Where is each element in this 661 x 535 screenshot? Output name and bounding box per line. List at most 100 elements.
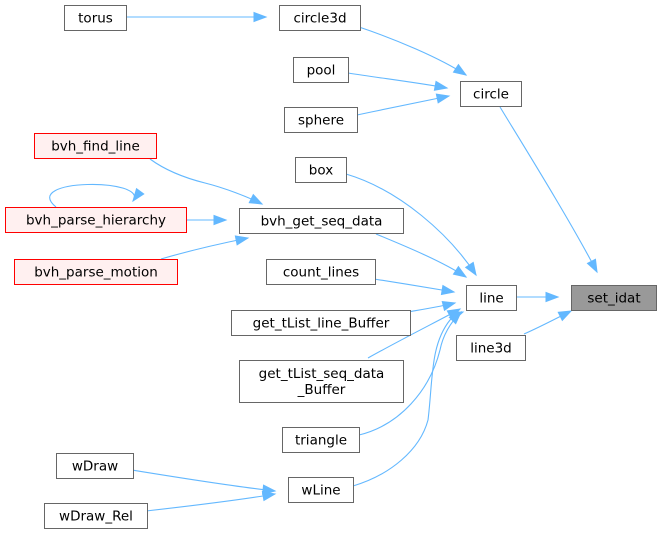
node-box	[288, 477, 354, 503]
node-wDraw-Rel[interactable]: wDraw_Rel	[44, 503, 148, 529]
arrowhead-icon	[441, 300, 457, 312]
arrowhead-icon	[248, 193, 264, 205]
node-set-idat[interactable]: set_idat	[571, 285, 657, 311]
arrowhead-icon	[440, 284, 456, 296]
edge-line	[345, 173, 477, 276]
node-label: _Buffer	[297, 382, 346, 398]
edge-line	[131, 469, 276, 492]
node-label: bvh_parse_hierarchy	[26, 213, 166, 229]
node-label: circle	[473, 87, 509, 103]
node-circle[interactable]: circle	[460, 81, 522, 107]
node-label: get_tList_seq_data	[259, 366, 385, 382]
node-box	[64, 5, 127, 31]
arrowhead-icon	[213, 214, 228, 226]
node-sphere[interactable]: sphere	[284, 107, 358, 133]
edge-line	[356, 95, 450, 116]
arrowhead-icon	[449, 311, 465, 322]
edge-bvh_parse_hierarchy-to-bvh_get_seq_data	[186, 214, 228, 226]
arrowhead-icon	[452, 63, 468, 76]
node-get-tList-line-Buffer[interactable]: get_tList_line_Buffer	[231, 310, 411, 336]
node-line[interactable]: line	[466, 285, 517, 311]
node-label: wDraw	[72, 459, 118, 475]
arrowhead-icon	[557, 310, 573, 322]
edge-circle-to-set_idat	[499, 106, 598, 274]
edge-sphere-to-circle	[356, 93, 451, 116]
node-label: bvh_find_line	[51, 139, 140, 155]
node-count-lines[interactable]: count_lines	[266, 259, 376, 285]
edge-bvh_get_seq_data-to-line	[375, 233, 468, 278]
edge-line	[499, 106, 598, 273]
node-box	[279, 5, 361, 31]
node-label: torus	[78, 11, 113, 27]
node-box	[460, 81, 522, 107]
edge-line	[375, 233, 467, 278]
edges-layer	[49, 11, 598, 512]
node-box[interactable]: box	[295, 157, 347, 183]
edge-wDraw_Rel-to-wLine	[145, 490, 277, 512]
node-box	[456, 335, 526, 361]
edge-bvh_find_line-to-bvh_get_seq_data	[149, 158, 264, 205]
arrowhead-icon	[253, 11, 268, 23]
edge-box-to-line	[345, 173, 477, 277]
node-label: triangle	[295, 433, 347, 449]
node-box	[56, 453, 134, 479]
node-box	[295, 157, 347, 183]
node-label: set_idat	[587, 291, 640, 307]
node-box	[5, 207, 187, 233]
arrowhead-icon	[433, 80, 449, 91]
node-label: bvh_parse_motion	[34, 265, 158, 281]
node-label: line3d	[470, 341, 512, 357]
arrowhead-icon	[586, 258, 598, 274]
edge-pool-to-circle	[347, 72, 449, 91]
node-box	[284, 107, 358, 133]
node-bvh-find-line[interactable]: bvh_find_line	[34, 133, 157, 159]
edge-wLine-to-line	[352, 311, 465, 487]
edge-line	[358, 311, 462, 436]
node-box	[239, 208, 404, 234]
edge-line	[49, 183, 136, 208]
node-box	[231, 310, 411, 336]
edge-wDraw-to-wLine	[131, 469, 277, 495]
node-triangle[interactable]: triangle	[282, 427, 360, 453]
node-bvh-get-seq-data[interactable]: bvh_get_seq_data	[239, 208, 404, 234]
arrowhead-icon	[132, 187, 145, 203]
edge-torus-to-circle3d	[126, 11, 268, 23]
edge-line-to-set_idat	[516, 291, 560, 303]
node-label: bvh_get_seq_data	[261, 214, 383, 230]
node-torus[interactable]: torus	[64, 5, 127, 31]
node-box	[266, 259, 376, 285]
edge-count_lines-to-line	[373, 278, 456, 296]
node-label: wLine	[301, 483, 340, 499]
node-label: get_tList_line_Buffer	[253, 316, 390, 332]
arrowhead-icon	[464, 261, 477, 277]
node-label: count_lines	[283, 265, 359, 281]
edge-line	[358, 26, 467, 76]
node-line3d[interactable]: line3d	[456, 335, 526, 361]
edge-bvh_parse_hierarchy-to-bvh_parse_hierarchy	[49, 183, 145, 208]
arrowhead-icon	[261, 490, 277, 502]
nodes-layer: set_idat circle line line3d circle3d pool sphe…	[5, 5, 657, 529]
edge-circle3d-to-circle	[358, 26, 468, 76]
arrowhead-icon	[545, 291, 560, 303]
node-pool[interactable]: pool	[293, 57, 349, 83]
node-bvh-parse-hierarchy[interactable]: bvh_parse_hierarchy	[5, 207, 187, 233]
edge-line	[160, 237, 249, 260]
node-wLine[interactable]: wLine	[288, 477, 354, 503]
edge-get_tList_line_Buffer-to-line	[407, 300, 457, 313]
node-label: circle3d	[293, 11, 346, 27]
node-label: sphere	[298, 113, 344, 129]
edge-line	[145, 493, 276, 512]
arrowhead-icon	[234, 235, 250, 246]
node-circle3d[interactable]: circle3d	[279, 5, 361, 31]
node-label: box	[309, 163, 333, 179]
node-bvh-parse-motion[interactable]: bvh_parse_motion	[14, 259, 178, 285]
node-box	[466, 285, 517, 311]
edge-line	[149, 158, 263, 205]
node-wDraw[interactable]: wDraw	[56, 453, 134, 479]
arrowhead-icon	[435, 93, 451, 104]
node-get-tList-seq-data-Buffer[interactable]: get_tList_seq_data_Buffer	[239, 360, 404, 403]
arrowhead-icon	[452, 265, 468, 278]
edge-bvh_parse_motion-to-bvh_get_seq_data	[160, 235, 250, 260]
node-box	[293, 57, 349, 83]
